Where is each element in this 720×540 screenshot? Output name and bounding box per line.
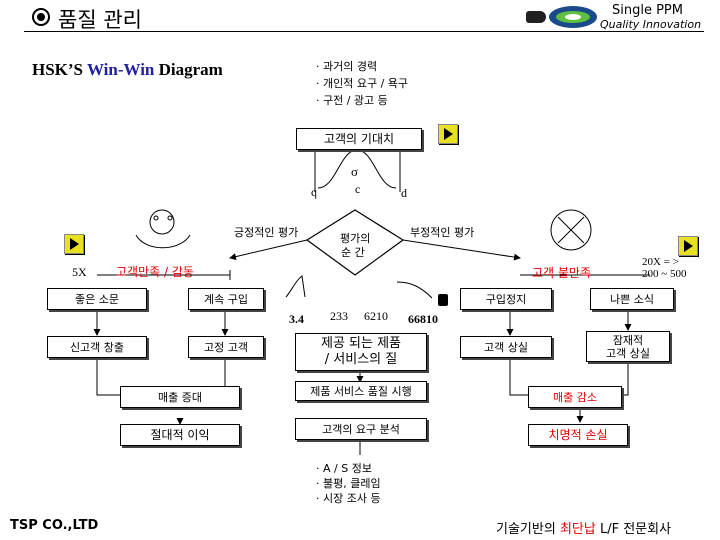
diagram-title-suffix: Diagram xyxy=(154,60,223,79)
info-source: · 불평, 클레임 xyxy=(316,477,381,490)
diagram-title-highlight: Win-Win xyxy=(86,60,155,79)
customer-loss-box: 고객 상실 xyxy=(460,336,552,358)
d-label: d xyxy=(401,186,407,200)
value-3-4: 3.4 xyxy=(289,312,304,326)
header-underline xyxy=(24,31,704,32)
evaluation-moment: 평가의 xyxy=(340,232,371,245)
pointing-hand-icon xyxy=(438,294,448,306)
c-label: c xyxy=(355,182,361,196)
slogan-prefix: 기술기반의 xyxy=(496,522,560,537)
new-customer-box: 신고객 창출 xyxy=(47,336,147,358)
value-233: 233 xyxy=(330,309,348,323)
right-scale: 20X = > xyxy=(642,256,679,268)
expectation-box: 고객의 기대치 xyxy=(296,128,422,150)
company-slogan: 기술기반의 최단납 L/F 전문회사 xyxy=(496,518,671,537)
play-button[interactable] xyxy=(678,236,698,256)
info-source: · A / S 정보 xyxy=(316,462,372,475)
stop-purchase-box: 구입정지 xyxy=(460,288,552,310)
right-scale: 200 ~ 500 xyxy=(642,268,687,280)
diagram-title-prefix: HSK’S xyxy=(32,60,87,79)
q-label: q xyxy=(311,185,317,199)
factor-item: · 개인적 요구 / 욕구 xyxy=(316,77,409,90)
diagram-title: HSK’S Win-Win Diagram xyxy=(32,60,223,80)
slogan-highlight: 최단납 xyxy=(559,522,596,537)
sigma-label: σ xyxy=(351,164,359,179)
loyal-customer-box: 고정 고객 xyxy=(188,336,264,358)
satisfaction-label: 고객만족 / 감동 xyxy=(116,265,194,279)
brand-name: Single PPM xyxy=(612,3,683,18)
slogan-suffix: L/F 전문회사 xyxy=(595,522,672,537)
dissatisfaction-label: 고객 불만족 xyxy=(532,266,592,280)
positive-evaluation: 긍정적인 평가 xyxy=(234,226,299,239)
needs-analysis-box: 고객의 요구 분석 xyxy=(295,418,427,440)
negative-evaluation: 부정적인 평가 xyxy=(410,226,475,239)
factor-item: · 구전 / 광고 등 xyxy=(316,94,388,107)
play-button[interactable] xyxy=(64,234,84,254)
sales-increase-box: 매출 증대 xyxy=(120,386,240,408)
header-bullet-icon xyxy=(32,8,50,26)
page-title: 품질 관리 xyxy=(58,8,142,32)
good-rumor-box: 좋은 소문 xyxy=(47,288,147,310)
product-quality-box: 제공 되는 제품 / 서비스의 질 xyxy=(295,333,427,371)
value-6210: 6210 xyxy=(364,309,388,323)
info-source: · 시장 조사 등 xyxy=(316,492,381,505)
value-66810: 66810 xyxy=(408,312,438,326)
sales-decrease-box: 매출 감소 xyxy=(528,386,622,408)
continued-purchase-box: 계속 구입 xyxy=(188,288,264,310)
brand-tagline: Quality Innovation xyxy=(600,18,702,31)
potential-loss-box: 잠재적 고객 상실 xyxy=(586,331,670,362)
factor-item: · 과거의 경력 xyxy=(316,60,378,73)
product-quality-line: 제공 되는 제품 xyxy=(320,336,402,351)
potential-loss-line: 잠재적 xyxy=(612,333,644,347)
play-button[interactable] xyxy=(438,124,458,144)
evaluation-moment: 순 간 xyxy=(341,246,365,259)
potential-loss-line: 고객 상실 xyxy=(606,346,650,360)
absolute-profit-box: 절대적 이익 xyxy=(120,424,240,446)
quality-logo-icon xyxy=(549,6,597,28)
product-quality-line: / 서비스의 질 xyxy=(324,352,398,367)
quality-policy-box: 제품 서비스 품질 시행 xyxy=(295,381,427,401)
company-name: TSP CO.,LTD xyxy=(10,518,99,533)
bad-rumor-box: 나쁜 소식 xyxy=(590,288,674,310)
fatal-loss-box: 치명적 손실 xyxy=(528,424,628,446)
left-scale: 5X xyxy=(72,265,87,279)
pointing-hand-icon xyxy=(526,11,546,23)
